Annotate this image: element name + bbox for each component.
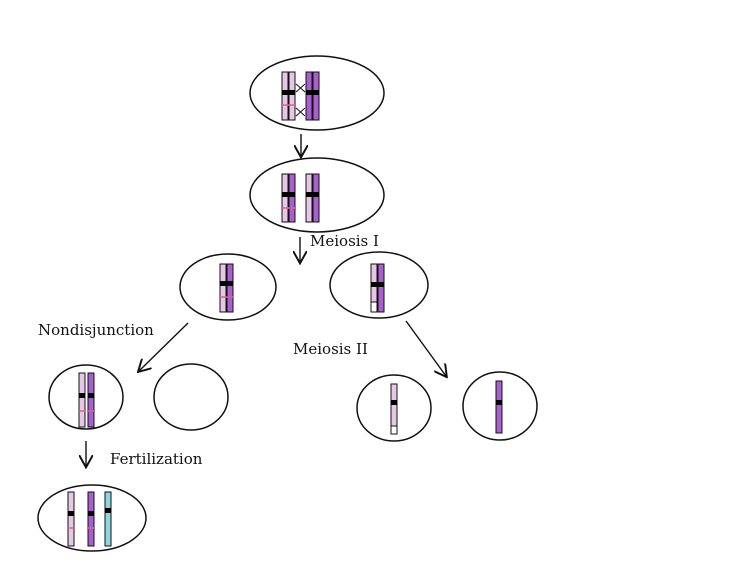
cell-disomic-gamete: [48, 364, 124, 430]
cell-meiosis1-right: [329, 251, 429, 319]
chromosome-purple-pair: [305, 71, 320, 121]
cell-meiosis1-left: [179, 253, 277, 321]
chiasma-marks: [295, 83, 306, 117]
cell-after-crossover: [249, 157, 385, 233]
chromosome-recombinant-light: [281, 173, 296, 223]
label-meiosis-1: Meiosis I: [310, 232, 379, 250]
arrow-nondisjunction: [139, 322, 189, 371]
cell-normal-gamete-1: [356, 374, 432, 442]
label-meiosis-2: Meiosis II: [293, 340, 368, 358]
cell-parent: [249, 55, 385, 131]
cell-nullisomic-gamete: [153, 363, 229, 431]
chromosome-recombinant-purple: [305, 173, 320, 223]
label-nondisjunction: Nondisjunction: [38, 321, 154, 339]
label-fertilization: Fertilization: [110, 450, 203, 468]
cell-trisomic-zygote: [37, 484, 147, 552]
chromosome-light-pair: [281, 71, 296, 121]
arrow-meiosis-2: [405, 320, 446, 376]
cell-normal-gamete-2: [462, 371, 538, 441]
